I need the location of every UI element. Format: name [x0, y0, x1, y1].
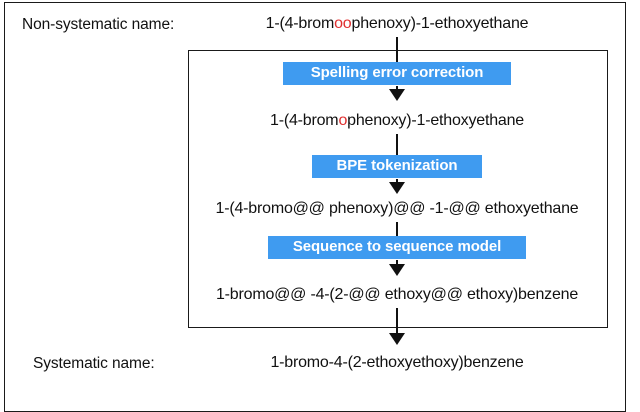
- corrected-name-value: 1-(4-bromophenoxy)-1-ethoxyethane: [270, 112, 524, 130]
- stage-bpe-tokenization[interactable]: BPE tokenization: [312, 155, 482, 179]
- systematic-name-value: 1-bromo-4-(2-ethoxyethoxy)benzene: [270, 354, 524, 371]
- corrected-highlight-text: o: [338, 112, 348, 129]
- corrected-prefix-text: 1-(4-brom: [270, 112, 339, 129]
- connector-text-2-to-stage-3: [396, 222, 398, 238]
- arrowhead-output: [389, 333, 405, 345]
- input-prefix-text: 1-(4-brom: [265, 15, 335, 32]
- translated-text: 1-bromo@@ -4-(2-@@ ethoxy@@ ethoxy)benze…: [215, 286, 579, 303]
- tokenized-name-value: 1-(4-bromo@@ phenoxy)@@ -1-@@ ethoxyetha…: [216, 200, 579, 218]
- systematic-name-label: Systematic name:: [33, 355, 155, 372]
- non-systematic-name-label: Non-systematic name:: [22, 16, 175, 33]
- arrowhead-stage-2: [389, 182, 405, 194]
- corrected-suffix-text: phenoxy)-1-ethoxyethane: [347, 112, 524, 129]
- connector-input-to-box: [396, 37, 398, 57]
- translated-tokens-value: 1-bromo@@ -4-(2-@@ ethoxy@@ ethoxy)benze…: [216, 286, 578, 304]
- arrowhead-stage-1: [389, 89, 405, 101]
- input-suffix-text: phenoxy)-1-ethoxyethane: [351, 15, 529, 32]
- stage-spelling-error-correction[interactable]: Spelling error correction: [283, 62, 511, 86]
- arrowhead-stage-3: [389, 264, 405, 276]
- connector-text-1-to-stage-2: [396, 134, 398, 155]
- tokenized-text: 1-(4-bromo@@ phenoxy)@@ -1-@@ ethoxyetha…: [215, 200, 579, 217]
- input-typo-text: oo: [334, 15, 352, 32]
- stage-sequence-to-sequence-model[interactable]: Sequence to sequence model: [268, 236, 526, 260]
- connector-box-to-stage-1: [396, 50, 398, 62]
- connector-box-to-output: [396, 308, 398, 341]
- non-systematic-name-value: 1-(4-bromoophenoxy)-1-ethoxyethane: [266, 15, 529, 33]
- pipeline-box: [188, 50, 608, 328]
